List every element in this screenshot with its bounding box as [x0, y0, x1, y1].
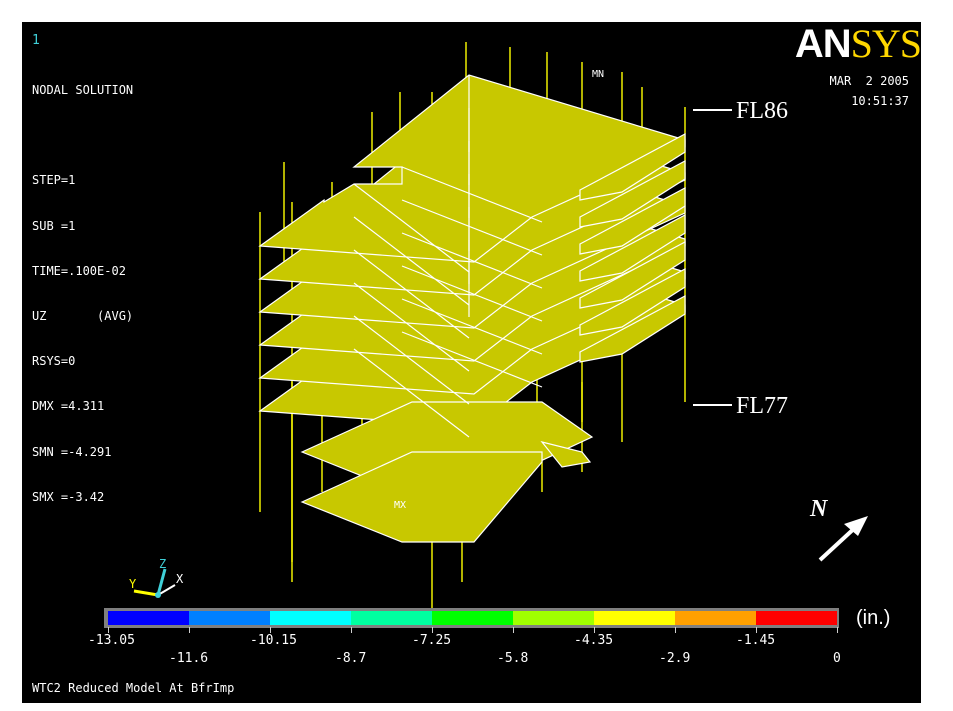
colorbar-label: -5.8 — [497, 651, 529, 666]
floor-slab — [579, 160, 686, 228]
slab-edge — [353, 315, 470, 405]
triad-x-label: X — [176, 572, 184, 586]
legend-line: RSYS=0 — [32, 354, 76, 369]
colorbar-label: -11.6 — [169, 651, 209, 666]
legend-line: SUB =1 — [32, 218, 76, 233]
solution-legend: NODAL SOLUTION STEP=1 SUB =1 TIME=.100E-… — [32, 53, 133, 535]
colorbar-segment — [756, 611, 837, 625]
colorbar-label: 0 — [833, 651, 841, 666]
colorbar-tick — [837, 627, 838, 633]
colorbar-label: -13.05 — [88, 633, 135, 648]
window-number: 1 — [32, 33, 40, 48]
slab-edge — [401, 298, 543, 355]
legend-line: SMN =-4.291 — [32, 444, 112, 459]
legend-line — [32, 128, 133, 143]
slab-edge — [353, 249, 470, 339]
colorbar-tick — [351, 627, 352, 633]
floor-slab — [579, 187, 686, 255]
floor-slab — [579, 214, 686, 282]
floor-slab — [579, 268, 686, 336]
slab-edge — [353, 216, 470, 306]
colorbar-tick — [108, 627, 109, 633]
floor-label-top: FL86 — [736, 98, 789, 124]
triad-icon — [133, 568, 176, 598]
slab-edge — [401, 265, 543, 322]
colorbar-label: -7.25 — [412, 633, 452, 648]
coordinate-triad: Z X Y — [120, 557, 190, 610]
colorbar-label: -1.45 — [736, 633, 776, 648]
date-label: MAR 2 2005 — [829, 74, 909, 88]
colorbar-tick — [675, 627, 676, 633]
colorbar-tick — [513, 627, 514, 633]
slab-edge — [401, 331, 543, 388]
triad-y-label: Y — [129, 577, 137, 591]
floor-slab — [300, 451, 543, 543]
legend-line: DMX =4.311 — [32, 399, 105, 414]
north-label: N — [810, 496, 828, 522]
legend-line: TIME=.100E-02 — [32, 263, 126, 278]
legend-line: NODAL SOLUTION — [32, 83, 134, 97]
floor-slab — [579, 295, 686, 363]
floor-label-bottom: FL77 — [736, 393, 789, 419]
north-arrow-icon — [818, 516, 868, 562]
slab-edge — [401, 166, 543, 223]
colorbar-segment — [351, 611, 432, 625]
colorbar-tick — [270, 627, 271, 633]
max-marker: MX — [394, 500, 407, 511]
colorbar-segment — [513, 611, 594, 625]
slab-edge — [401, 232, 543, 289]
model-caption: WTC2 Reduced Model At BfrImp — [32, 681, 235, 695]
legend-line: UZ (AVG) — [32, 308, 134, 323]
triad-z-label: Z — [159, 557, 167, 571]
colorbar-tick — [189, 627, 190, 633]
slab-edge — [401, 199, 543, 256]
min-marker: MN — [592, 69, 605, 80]
colorbar-label: -10.15 — [250, 633, 297, 648]
colorbar-segment — [432, 611, 513, 625]
colorbar-label: -8.7 — [335, 651, 367, 666]
colorbar-segment — [675, 611, 756, 625]
colorbar-segment — [108, 611, 189, 625]
floor-slab — [258, 74, 686, 263]
legend-line: STEP=1 — [32, 173, 76, 188]
colorbar-tick — [432, 627, 433, 633]
units-label: (in.) — [856, 607, 891, 629]
colorbar-tick — [594, 627, 595, 633]
graphics-viewport[interactable]: 1 NODAL SOLUTION STEP=1 SUB =1 TIME=.100… — [22, 22, 921, 703]
colorbar-tick — [756, 627, 757, 633]
slab-edge — [353, 282, 470, 372]
floor-slab — [579, 241, 686, 309]
structural-model — [258, 42, 868, 622]
time-label: 10:51:37 — [851, 94, 909, 108]
colorbar-segment — [594, 611, 675, 625]
floor-slab — [579, 133, 686, 201]
contour-colorbar — [104, 608, 839, 628]
slab-edge — [353, 348, 470, 438]
slab-edge — [353, 183, 470, 273]
legend-line: SMX =-3.42 — [32, 489, 105, 504]
colorbar-segment — [270, 611, 351, 625]
colorbar-label: -2.9 — [659, 651, 691, 666]
floor-slab — [540, 440, 592, 468]
colorbar-segment — [189, 611, 270, 625]
colorbar-label: -4.35 — [574, 633, 614, 648]
ansys-logo: ANSYS — [794, 22, 921, 66]
